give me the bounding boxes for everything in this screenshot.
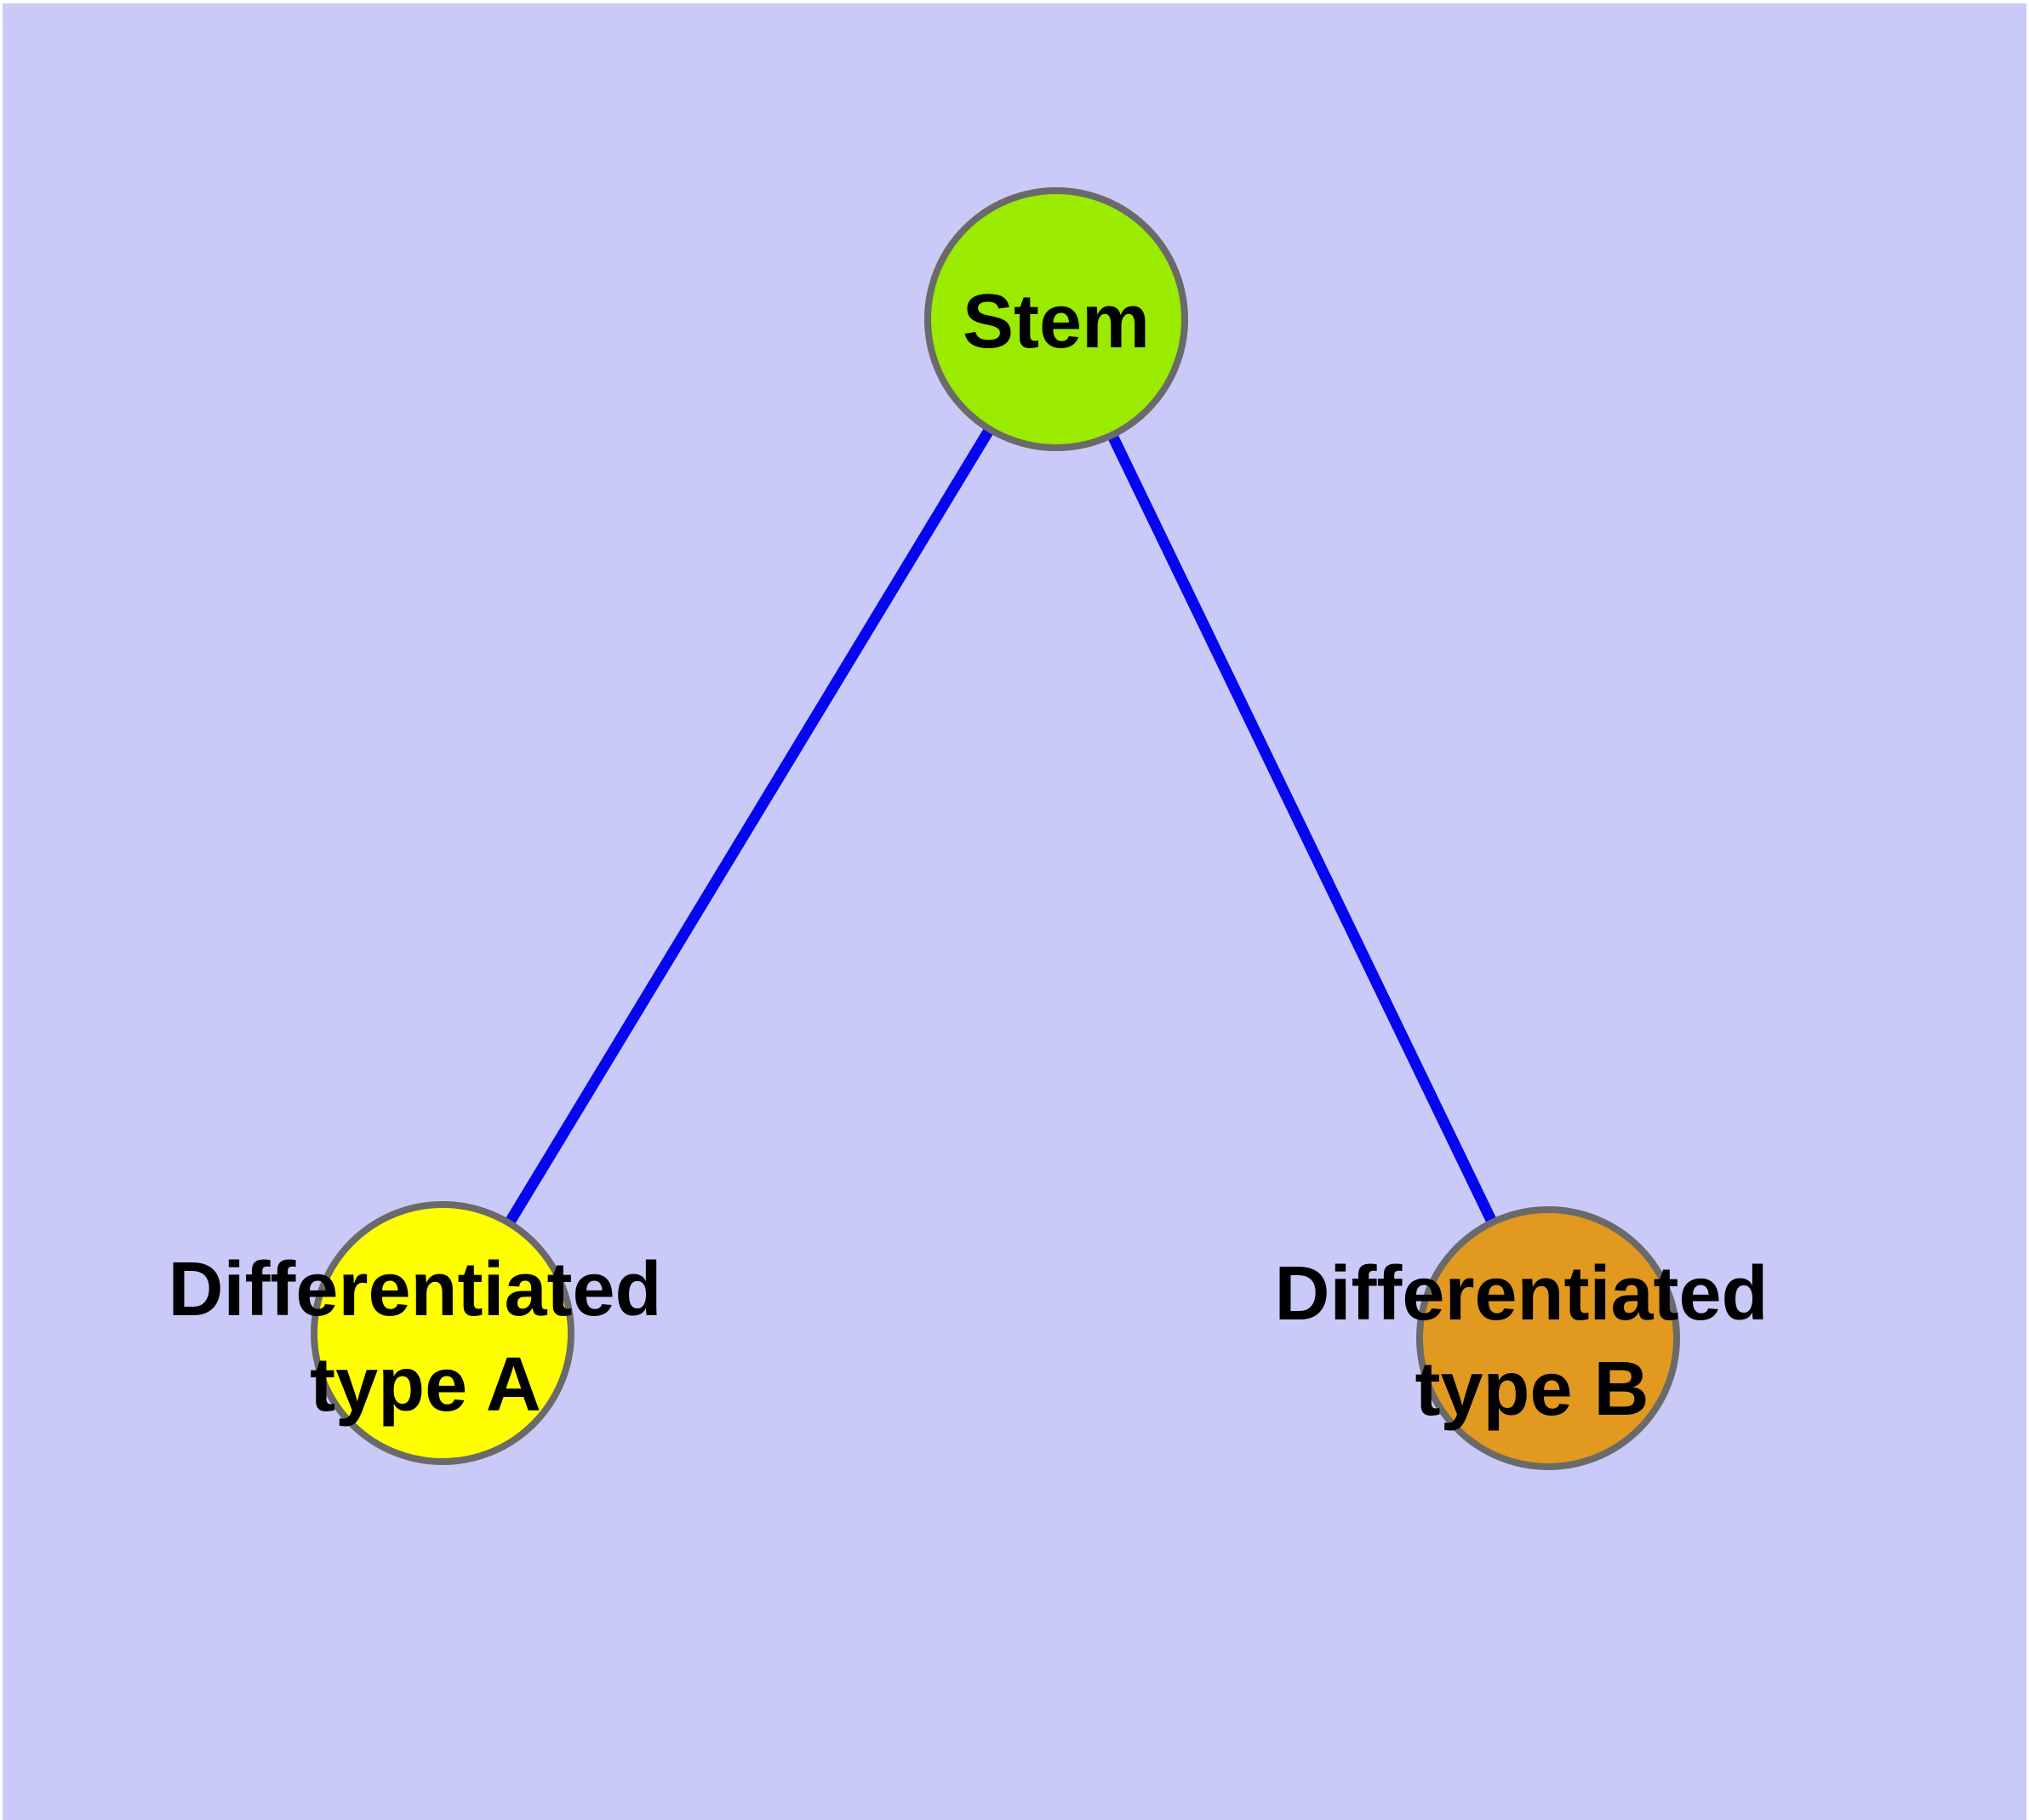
node-group: [311, 187, 1680, 1470]
stem-node-circle: [924, 187, 1188, 451]
edge-stem-to-type-a: [437, 316, 1061, 1336]
edge-group: [437, 316, 1553, 1341]
differentiated-type-b-node-label: Differentiated type B: [1274, 1251, 1789, 1432]
type-b-label-line-2: type B: [1415, 1347, 1649, 1432]
type-b-label-line-1: Differentiated: [1274, 1251, 1768, 1336]
edge-stem-to-type-b: [1051, 317, 1553, 1341]
type-a-label-line-1: Differentiated: [168, 1247, 661, 1332]
type-a-label-line-2: type A: [310, 1342, 541, 1428]
stem-node-label: Stem: [963, 279, 1150, 364]
differentiated-type-b-node-circle: [1416, 1206, 1680, 1470]
label-group: Stem Differentiated type A Differentiate…: [168, 279, 1789, 1432]
differentiated-type-a-node-label: Differentiated type A: [168, 1247, 683, 1428]
differentiated-type-a-node-circle: [311, 1201, 574, 1465]
